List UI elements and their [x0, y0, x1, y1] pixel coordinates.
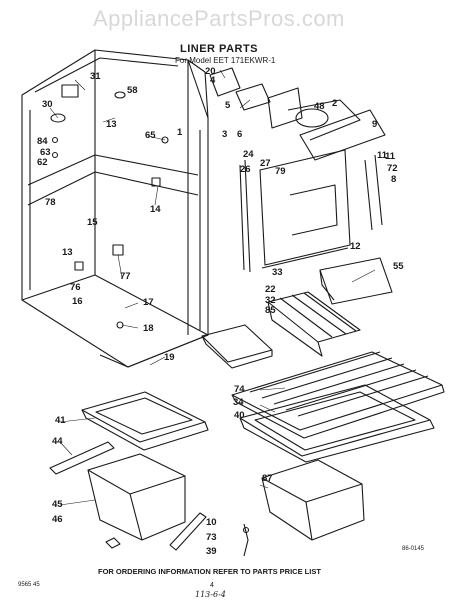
callout-number: 6 [237, 129, 243, 140]
callout-number: 4 [210, 75, 216, 86]
callout-number: 85 [265, 305, 276, 316]
callout-number: 24 [243, 149, 254, 160]
callout-number: 27 [260, 158, 271, 169]
callout-number: 13 [106, 119, 117, 130]
meat-pan-drawing [87, 453, 186, 541]
page-number: 4 [210, 582, 214, 589]
channel-73-drawing [169, 512, 207, 551]
callout-number: 1 [177, 127, 183, 138]
callout-number: 41 [55, 415, 66, 426]
callout-number: 40 [234, 410, 245, 421]
diagram-title: LINER PARTS [180, 43, 259, 55]
callout-number: 16 [72, 296, 83, 307]
wire-shelf-drawing [267, 291, 361, 357]
meat-pan-cover-drawing [81, 391, 209, 451]
callout-number: 63 [40, 147, 51, 158]
control-housing-drawing [209, 67, 386, 161]
callout-number: 2 [332, 98, 338, 109]
liner-cabinet-drawing [21, 49, 209, 368]
callout-number: 26 [240, 164, 251, 175]
evaporator-cover-drawing [239, 149, 383, 273]
crisper-cover-drawing [239, 384, 435, 463]
callout-number: 62 [37, 157, 48, 168]
drawing-code: 86-0145 [402, 546, 425, 552]
callout-number: 77 [120, 271, 131, 282]
channel-drawing [49, 441, 115, 475]
ice-tray-drawing [201, 324, 273, 369]
small-hardware-drawing [105, 523, 250, 557]
callout-number: 65 [145, 130, 156, 141]
callout-number: 13 [62, 247, 73, 258]
callout-number: 19 [164, 352, 175, 363]
callout-number: 74 [234, 384, 245, 395]
callout-number: 12 [350, 241, 361, 252]
callout-number: 32 [265, 295, 276, 306]
callout-number: 33 [272, 267, 283, 278]
callout-number: 58 [127, 85, 138, 96]
callout-number: 18 [143, 323, 154, 334]
callout-number: 34 [233, 397, 244, 408]
callout-number: 8 [391, 174, 397, 185]
callout-number: 87 [262, 473, 273, 484]
callout-number: 11 [377, 150, 388, 161]
callout-number: 14 [150, 204, 161, 215]
callout-number: 46 [52, 514, 63, 525]
callout-number: 39 [206, 546, 217, 557]
glass-shelf-drawing [231, 351, 445, 439]
callout-number: 15 [87, 217, 98, 228]
callout-number: 84 [37, 136, 48, 147]
model-subtitle: For Model EET 171EKWR-1 [175, 56, 276, 65]
callout-number: 30 [42, 99, 53, 110]
callout-number: 9 [372, 119, 378, 130]
callout-number: 11 [385, 151, 396, 162]
callout-number: 17 [143, 297, 154, 308]
ordering-instruction: FOR ORDERING INFORMATION REFER TO PARTS … [98, 567, 321, 576]
watermark-text: AppliancePartsPros.com [93, 6, 345, 31]
handwritten-note: 113-6-4 [195, 590, 226, 599]
callout-number: 10 [206, 517, 217, 528]
callout-number: 31 [90, 71, 101, 82]
callout-number: 20 [205, 66, 216, 77]
crisper-drawer-drawing [261, 459, 365, 541]
callout-number: 79 [275, 166, 286, 177]
callout-number: 3 [222, 129, 228, 140]
callout-number: 45 [52, 499, 63, 510]
document-code: 9565 45 [18, 582, 40, 588]
dairy-bin-drawing [319, 257, 393, 305]
callout-number: 73 [206, 532, 217, 543]
callout-number: 76 [70, 282, 81, 293]
callout-number: 55 [393, 261, 404, 272]
leader-lines [49, 69, 376, 506]
callout-number: 48 [314, 101, 325, 112]
callout-number: 22 [265, 284, 276, 295]
callout-number: 72 [387, 163, 398, 174]
callout-number: 78 [45, 197, 56, 208]
callout-number: 44 [52, 436, 63, 447]
callout-number: 5 [225, 100, 231, 111]
